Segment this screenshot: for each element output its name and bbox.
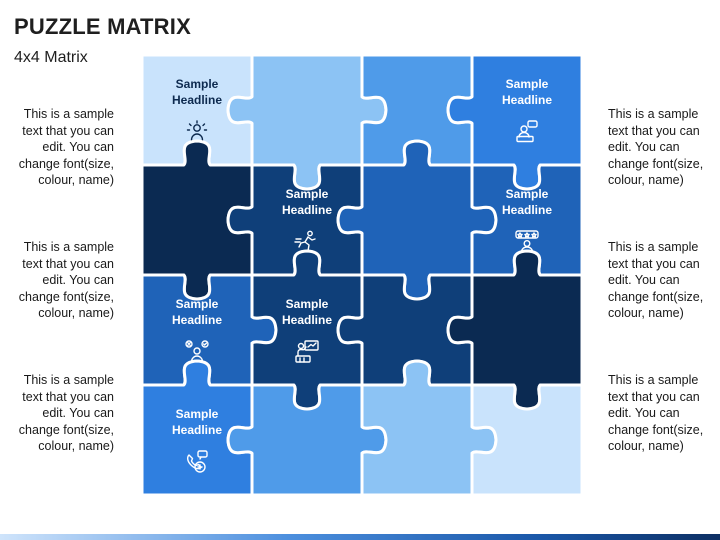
- presenter-chart-icon: [295, 340, 319, 363]
- right-text-3: This is a sample text that you can edit.…: [608, 373, 704, 454]
- puzzle-piece-r4-c4: [470, 383, 584, 497]
- puzzle-piece-shape: [470, 383, 584, 497]
- page-title: PUZZLE MATRIX: [14, 14, 191, 39]
- left-text-3: This is a sample text that you can edit.…: [18, 373, 114, 454]
- page-subtitle: 4x4 Matrix: [14, 49, 88, 66]
- rating-stars-icon: [515, 230, 539, 253]
- person-choice-icon: [185, 340, 209, 363]
- chat-laptop-icon: [516, 120, 538, 143]
- support-call-icon: [186, 450, 208, 473]
- running-person-icon: [294, 230, 316, 252]
- team-leader-icon: [186, 120, 208, 141]
- right-text-1: This is a sample text that you can edit.…: [608, 107, 704, 188]
- left-text-2: This is a sample text that you can edit.…: [18, 240, 114, 321]
- right-text-2: This is a sample text that you can edit.…: [608, 240, 704, 321]
- bottom-accent-bar: [0, 534, 720, 540]
- left-text-1: This is a sample text that you can edit.…: [18, 107, 114, 188]
